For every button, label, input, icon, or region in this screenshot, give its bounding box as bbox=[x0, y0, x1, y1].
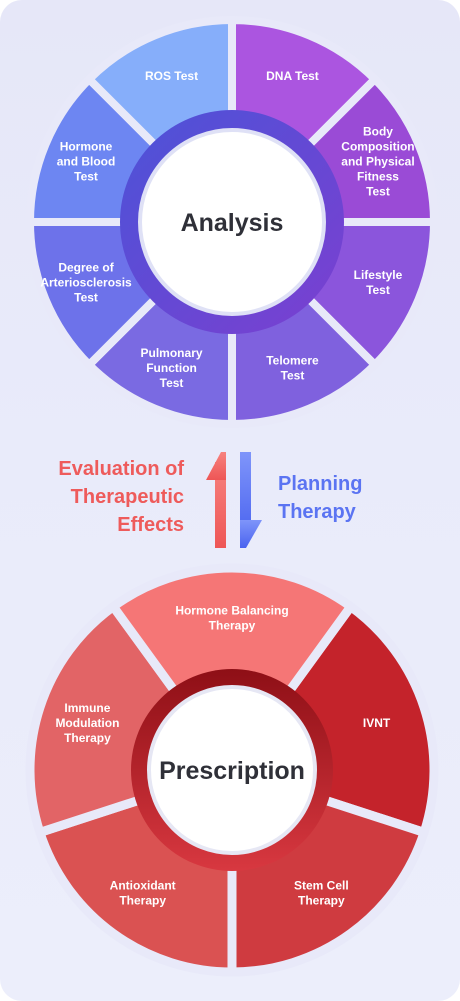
planning-label-line: Therapy bbox=[278, 501, 356, 523]
down-arrow-icon bbox=[240, 452, 262, 548]
cycle-arrows bbox=[206, 452, 262, 548]
analysis-center-disc bbox=[138, 128, 326, 316]
up-arrow-icon bbox=[206, 452, 226, 548]
prescription-segment-label: IVNT bbox=[363, 716, 391, 730]
evaluation-label-line: Therapeutic bbox=[70, 486, 184, 508]
prescription-title: Prescription bbox=[159, 757, 305, 785]
prescription-center-disc bbox=[147, 685, 317, 855]
planning-label-line: Planning bbox=[278, 473, 363, 495]
evaluation-label-line: Evaluation of bbox=[58, 458, 184, 480]
planning-label: Planning Therapy bbox=[278, 470, 362, 526]
evaluation-label: Evaluation of Therapeutic Effects bbox=[58, 455, 184, 539]
analysis-segment-label: ROS Test bbox=[145, 69, 198, 83]
analysis-segment-label: DNA Test bbox=[266, 69, 319, 83]
evaluation-label-line: Effects bbox=[117, 514, 184, 536]
analysis-title: Analysis bbox=[181, 209, 284, 237]
